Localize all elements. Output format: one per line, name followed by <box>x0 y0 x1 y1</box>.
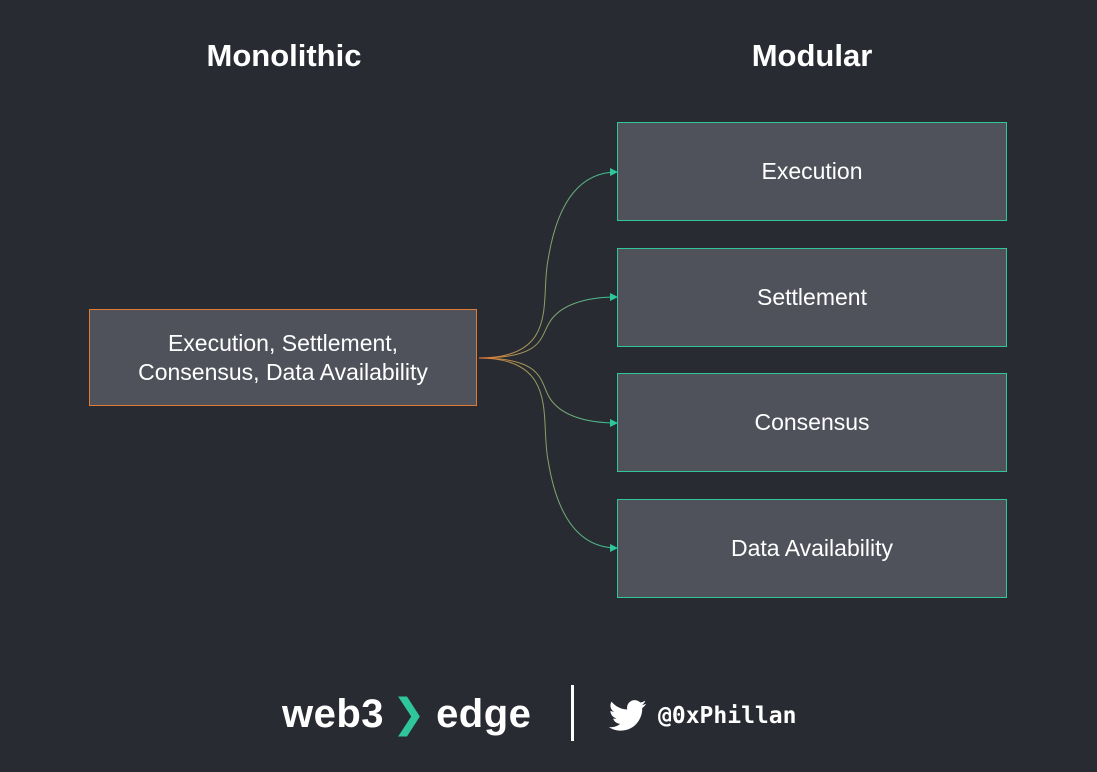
module-label: Consensus <box>754 409 870 435</box>
connector-execution <box>478 168 618 359</box>
monolithic-heading: Monolithic <box>206 38 362 73</box>
logo-text-web3: web3 <box>282 691 385 736</box>
connector-consensus <box>478 357 618 427</box>
connector-data-availability <box>478 357 618 552</box>
twitter-handle[interactable]: @0xPhillan <box>658 703 797 729</box>
module-box-consensus: Consensus <box>617 373 1007 472</box>
connector-settlement <box>478 293 618 359</box>
module-box-data-availability: Data Availability <box>617 499 1007 598</box>
logo-text-edge: edge <box>436 691 532 736</box>
module-label: Settlement <box>757 284 867 310</box>
footer-divider <box>571 685 574 741</box>
monolithic-line-1: Execution, Settlement, <box>167 329 399 356</box>
monolithic-box: Execution, Settlement, Consensus, Data A… <box>89 309 477 406</box>
module-label: Execution <box>761 158 863 184</box>
modular-heading: Modular <box>751 38 873 73</box>
monolithic-line-2: Consensus, Data Availability <box>138 358 428 385</box>
web3edge-logo: web3 ❯ edge <box>282 688 531 740</box>
twitter-icon <box>609 700 647 731</box>
module-label: Data Availability <box>731 535 893 561</box>
module-box-settlement: Settlement <box>617 248 1007 347</box>
module-box-execution: Execution <box>617 122 1007 221</box>
chevron-right-icon: ❯ <box>392 692 427 736</box>
